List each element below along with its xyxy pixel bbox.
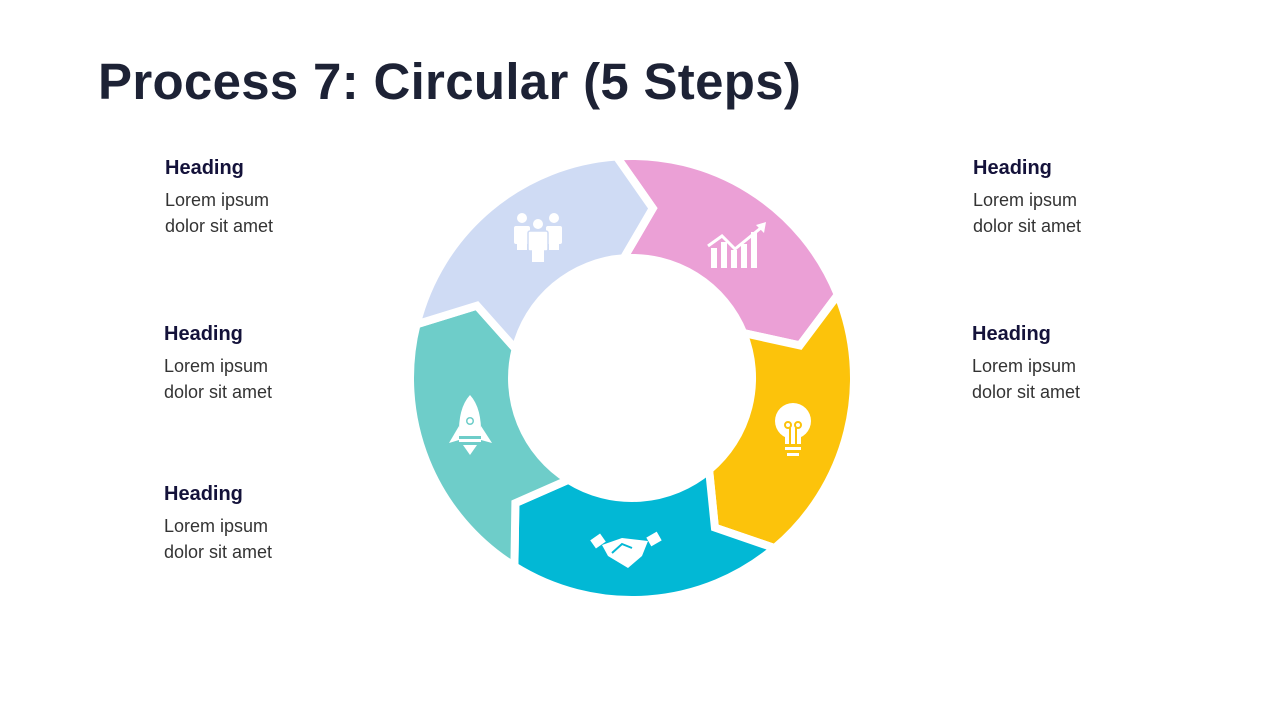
lightbulb-icon [775, 403, 811, 456]
step-heading: Heading [165, 157, 244, 179]
step-heading: Heading [972, 323, 1051, 345]
step-heading: Heading [973, 157, 1052, 179]
growth-chart-icon [707, 222, 766, 268]
team-icon [514, 213, 562, 262]
step-heading: Heading [164, 323, 243, 345]
page-title: Process 7: Circular (5 Steps) [98, 53, 802, 110]
rocket-icon [449, 395, 492, 455]
segment-growth [609, 151, 843, 350]
handshake-icon [590, 531, 662, 568]
step-heading: Heading [164, 483, 243, 505]
